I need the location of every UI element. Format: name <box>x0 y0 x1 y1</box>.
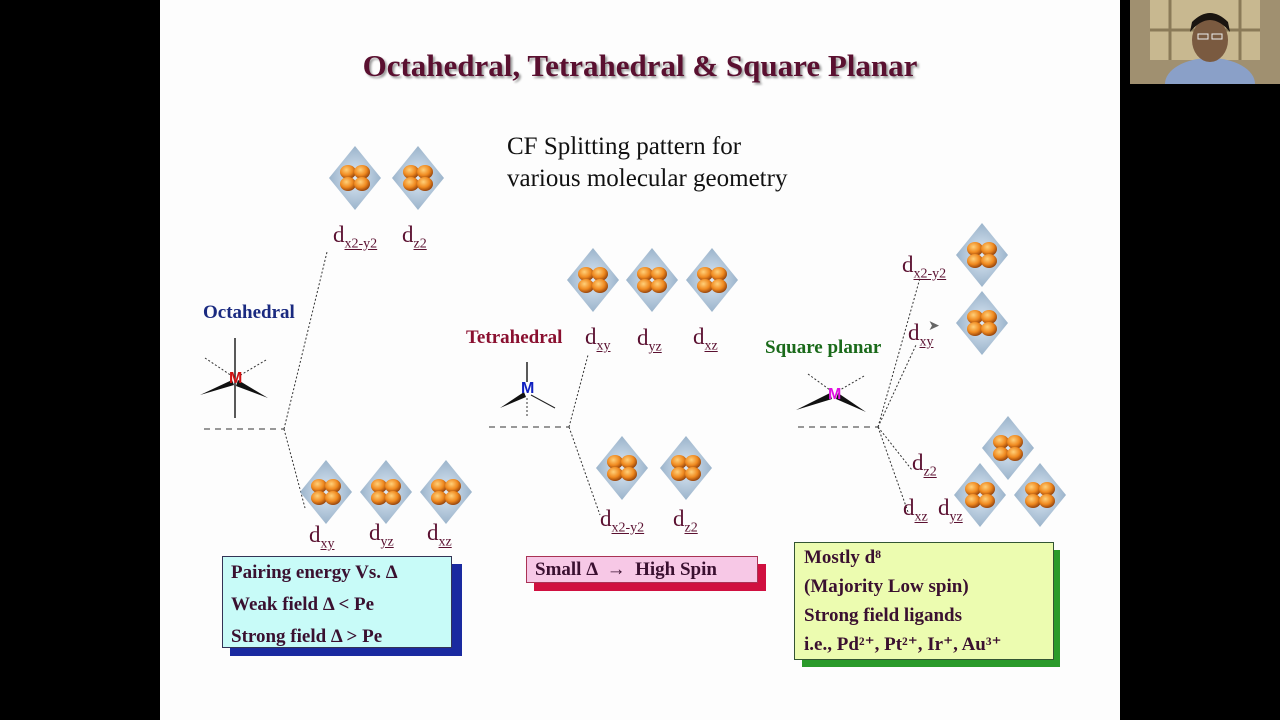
pairing-line-3: Strong field Δ > Pe <box>231 626 383 647</box>
square-planar-metal-label: M <box>828 386 842 403</box>
orbital-label: dz2 <box>673 506 698 536</box>
orbital-lobe-icon <box>626 248 678 312</box>
orbital-label: dxz <box>427 520 452 550</box>
splitting-diagram <box>200 146 1066 527</box>
pairing-line-1: Pairing energy Vs. Δ <box>231 562 398 583</box>
orbital-label: dx2-y2 <box>902 252 947 282</box>
octahedral-complex-drawing <box>200 338 268 418</box>
high-spin-box: Small Δ → High Spin <box>526 556 758 583</box>
octahedral-metal-label: M <box>229 370 243 387</box>
octahedral-label: Octahedral <box>203 302 295 323</box>
diagram-lines <box>204 251 921 516</box>
webcam-video-thumbnail <box>1130 0 1280 84</box>
orbital-lobe-icon <box>982 416 1034 480</box>
orbital-lobe-icon <box>686 248 738 312</box>
orbital-lobe-icon <box>360 460 412 524</box>
presenter-video-icon <box>1130 0 1280 84</box>
orbital-lobe-icon <box>954 463 1006 527</box>
mostly-line-3: Strong field ligands <box>804 605 963 626</box>
subtitle-line-2: various molecular geometry <box>507 165 788 192</box>
square-planar-info-box: Mostly d⁸ (Majority Low spin) Strong fie… <box>794 542 1054 660</box>
high-spin-text: Small Δ → High Spin <box>535 559 717 580</box>
orbital-label: dx2-y2 <box>333 222 378 252</box>
orbital-lobe-icon <box>300 460 352 524</box>
orbital-label: dz2 <box>402 222 427 252</box>
orbital-label: dz2 <box>912 450 937 480</box>
orbital-lobe-icon <box>420 460 472 524</box>
tetrahedral-complex-drawing <box>500 362 556 416</box>
square-planar-complex-drawing <box>796 373 866 412</box>
orbital-lobe-icon <box>392 146 444 210</box>
orbital-label: dyz <box>637 325 662 355</box>
mostly-line-1: Mostly d⁸ <box>804 547 881 568</box>
mostly-line-2: (Majority Low spin) <box>804 576 969 597</box>
slide-title: Octahedral, Tetrahedral & Square Planar <box>362 48 918 83</box>
orbital-lobe-icon <box>1014 463 1066 527</box>
slide-subtitle: CF Splitting pattern for various molecul… <box>507 131 787 195</box>
orbital-label: dx2-y2 <box>600 506 645 536</box>
orbital-label: dxy <box>309 522 335 552</box>
mostly-line-4: i.e., Pd²⁺, Pt²⁺, Ir⁺, Au³⁺ <box>804 634 1002 655</box>
mouse-cursor-icon: ➤ <box>928 319 940 334</box>
pairing-energy-box: Pairing energy Vs. Δ Weak field Δ < Pe S… <box>222 556 452 648</box>
orbital-label: dyz <box>369 520 394 550</box>
tetrahedral-label: Tetrahedral <box>466 327 563 348</box>
orbital-lobe-icon <box>956 291 1008 355</box>
orbital-label: dxy <box>585 324 611 354</box>
subtitle-line-1: CF Splitting pattern for <box>507 133 742 160</box>
orbital-lobe-icon <box>567 248 619 312</box>
orbital-label: dxz <box>693 324 718 354</box>
orbital-label: dyz <box>938 495 963 525</box>
orbital-lobe-icon <box>956 223 1008 287</box>
slide: Octahedral, Tetrahedral & Square Planar … <box>160 0 1120 720</box>
orbital-label: dxz <box>903 495 928 525</box>
orbital-lobe-icon <box>329 146 381 210</box>
orbital-label: dxy <box>908 320 934 350</box>
tetrahedral-metal-label: M <box>521 380 535 397</box>
pairing-line-2: Weak field Δ < Pe <box>231 594 375 615</box>
square-planar-label: Square planar <box>765 337 882 358</box>
orbital-lobe-icon <box>660 436 712 500</box>
orbital-pictures <box>300 146 1066 527</box>
orbital-lobe-icon <box>596 436 648 500</box>
